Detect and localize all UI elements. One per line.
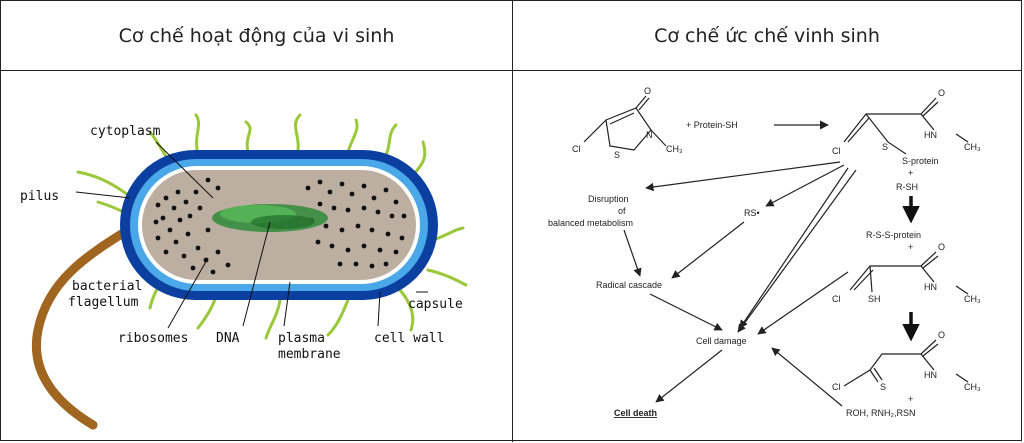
disruption-line-1: Disruption [588,194,629,204]
atom-o-3: O [938,242,945,252]
label-pilus: pilus [20,189,59,204]
atom-s-1: S [614,150,620,160]
disruption-line-2: of [618,206,626,216]
atom-n-1: N [646,130,653,140]
atom-o-2: O [938,88,945,98]
atom-ch3-2: CH₃ [964,142,981,152]
cell-damage-label: Cell damage [696,336,747,346]
ribosomes-left [153,177,231,275]
isothiazolinone-structure [583,95,667,151]
atom-hn-1: HN [924,130,937,140]
atom-ch3-3: CH₃ [964,294,981,304]
dna-strand [212,204,328,232]
thiol-structure [849,251,969,295]
arrow-disruption [623,229,642,277]
disruption-line-3: balanced metabolism [548,218,633,228]
atom-hn-3: HN [924,370,937,380]
byproducts-label: ROH, RNH₂,RSN [846,408,916,418]
atom-o-1: O [644,86,651,96]
label-cytoplasm: cytoplasm [90,124,161,139]
label-ribosomes: ribosomes [118,331,188,346]
atom-o-4: O [938,330,945,340]
leader-lines [75,141,428,329]
label-plasma-2: membrane [278,347,341,362]
rs-radical: RS• [744,208,760,218]
adduct-arrows [645,161,857,333]
s-protein-label: S-protein [902,156,939,166]
bacteria-diagram: cytoplasm pilus bacterial flagellum ribo… [8,80,476,430]
arrow-to-death [655,349,723,403]
header-left: Cơ chế hoạt động của vi sinh [1,1,512,71]
column-divider [512,1,513,442]
atom-s-2: S [882,142,888,152]
thioacyl-structure [843,339,969,387]
r-sh-label: R-SH [896,182,918,192]
protein-sh-label: + Protein-SH [686,120,738,130]
label-flagellum-2: flagellum [68,295,139,310]
atom-cl-3: Cl [832,294,841,304]
reaction-diagram: O Cl S N CH₃ + Protein-SH O HN CH₃ Cl S … [526,80,998,430]
plus-2: + [908,242,913,252]
arrow-cascade [649,293,723,331]
atom-ch3-1: CH₃ [666,144,683,154]
plus-3: + [908,394,913,404]
label-plasma-1: plasma [278,331,325,346]
r-s-s-protein-label: R-S-S-protein [866,230,921,240]
atom-cl-1: Cl [572,144,581,154]
label-dna: DNA [216,331,240,346]
atom-ch3-4: CH₃ [964,382,981,392]
arrow-rs [671,221,745,279]
plus-1: + [908,168,913,178]
atom-sh: SH [868,294,881,304]
atom-s-3: S [880,382,886,392]
atom-cl-4: Cl [832,382,841,392]
arrow-thiol-damage [757,271,849,335]
label-flagellum-1: bacterial [72,279,142,294]
label-cell-wall: cell wall [374,331,444,346]
adduct-structure [843,97,969,155]
header-right: Cơ chế ức chế vinh sinh [513,1,1021,71]
flagellum [32,225,133,430]
cell-death-label: Cell death [614,408,657,418]
label-capsule: capsule [408,297,463,312]
arrow-byproducts [771,347,843,407]
radical-cascade-label: Radical cascade [596,280,662,290]
atom-cl-2: Cl [832,146,841,156]
atom-hn-2: HN [924,282,937,292]
